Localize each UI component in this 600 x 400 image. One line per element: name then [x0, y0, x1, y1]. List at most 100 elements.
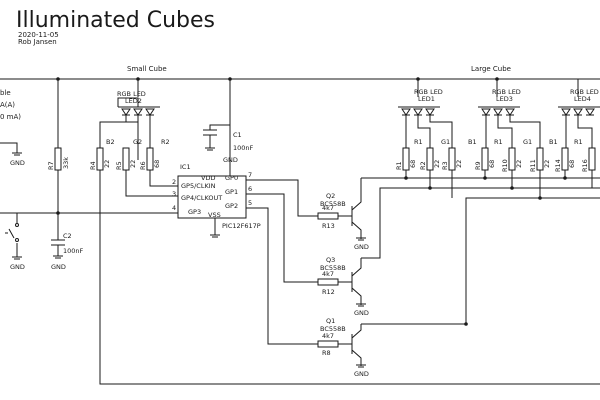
- svg-text:68: 68: [488, 160, 496, 168]
- svg-text:GND: GND: [10, 159, 25, 167]
- svg-text:4: 4: [172, 204, 176, 212]
- svg-text:R16: R16: [581, 159, 589, 172]
- label-r1-b: R1: [494, 138, 503, 146]
- led1: RGB LED LED1: [398, 88, 453, 148]
- svg-text:R2: R2: [419, 161, 427, 170]
- svg-text:Q2: Q2: [326, 192, 335, 200]
- resistor-r9: R9 68: [474, 147, 496, 178]
- transistor-q1: Q1 BC558B GND: [320, 317, 369, 378]
- resistor-r3: R3 22: [441, 147, 463, 198]
- svg-text:100nF: 100nF: [233, 144, 254, 152]
- left-gnd-1: GND: [0, 142, 25, 167]
- svg-text:5: 5: [248, 199, 252, 207]
- led3: RGB LED LED3: [478, 88, 541, 148]
- resistor-r11: R11 22: [529, 147, 551, 198]
- svg-text:BC558B: BC558B: [320, 200, 346, 208]
- svg-text:22: 22: [433, 160, 441, 168]
- svg-text:GP0: GP0: [225, 174, 238, 182]
- svg-text:GP1: GP1: [225, 188, 238, 196]
- small-cube-label: Small Cube: [127, 65, 167, 73]
- label-b1-a: B1: [468, 138, 477, 146]
- resistor-r7: R7 33k: [47, 79, 70, 240]
- left-text-1: ble: [0, 89, 11, 97]
- svg-text:4k7: 4k7: [322, 204, 334, 212]
- schematic-title: Illuminated Cubes: [16, 8, 215, 33]
- svg-text:PIC12F617P: PIC12F617P: [222, 222, 261, 230]
- label-r1-a: R1: [414, 138, 423, 146]
- resistor-r10: R10 22: [501, 147, 523, 188]
- resistor-r8: 4k7 R8: [317, 332, 352, 357]
- gp1-wire: [246, 193, 318, 283]
- svg-text:C1: C1: [233, 131, 242, 139]
- push-switch: GND: [0, 212, 25, 271]
- svg-text:R12: R12: [322, 288, 335, 296]
- capacitor-c1: C1 100nF GND: [203, 79, 254, 164]
- svg-text:R11: R11: [529, 159, 537, 172]
- svg-text:GP2: GP2: [225, 202, 238, 210]
- svg-text:R13: R13: [322, 222, 335, 230]
- label-b1-b: B1: [549, 138, 558, 146]
- svg-text:7: 7: [248, 171, 252, 179]
- svg-text:R8: R8: [322, 349, 331, 357]
- svg-text:R6: R6: [139, 161, 147, 170]
- svg-text:BC558B: BC558B: [320, 264, 346, 272]
- svg-text:C2: C2: [63, 232, 72, 240]
- resistor-r4: R4 22: [89, 147, 600, 385]
- svg-text:LED4: LED4: [574, 95, 591, 103]
- svg-text:VSS: VSS: [208, 211, 221, 219]
- svg-text:68: 68: [153, 160, 161, 168]
- resistor-r6: R6 68: [139, 147, 178, 187]
- svg-text:LED2: LED2: [125, 97, 142, 105]
- led2: RGB LED LED2: [99, 90, 160, 148]
- svg-text:RGB LED: RGB LED: [414, 88, 443, 96]
- schematic-date: 2020-11-05: [18, 31, 59, 39]
- svg-text:R1: R1: [395, 161, 403, 170]
- left-text-2: A(A): [0, 101, 15, 109]
- svg-text:33k: 33k: [62, 157, 70, 169]
- svg-text:LED3: LED3: [496, 95, 513, 103]
- resistor-r1: R1 68: [395, 147, 417, 178]
- svg-text:R14: R14: [554, 159, 562, 172]
- svg-text:IC1: IC1: [180, 163, 191, 171]
- svg-text:100nF: 100nF: [63, 247, 84, 255]
- svg-text:RGB LED: RGB LED: [117, 90, 146, 98]
- vcc-rail: [0, 77, 600, 97]
- left-text-3: 0 mA): [0, 113, 21, 121]
- large-cube-label: Large Cube: [471, 65, 511, 73]
- svg-text:22: 22: [543, 160, 551, 168]
- schematic-author: Rob Jansen: [18, 38, 57, 46]
- led4: RGB LED LED4: [558, 88, 600, 148]
- svg-text:R10: R10: [501, 159, 509, 172]
- svg-text:GND: GND: [354, 370, 369, 378]
- collector-buses: [361, 176, 600, 326]
- svg-text:LED1: LED1: [418, 95, 435, 103]
- label-g2: G2: [133, 138, 142, 146]
- svg-text:2: 2: [172, 178, 176, 186]
- capacitor-c2: C2 100nF GND: [51, 232, 84, 271]
- svg-text:Q1: Q1: [326, 317, 335, 325]
- svg-text:RGB LED: RGB LED: [492, 88, 521, 96]
- resistor-r14: R14 68: [554, 147, 576, 178]
- label-r1-c: R1: [574, 138, 583, 146]
- transistor-q3: Q3 BC558B GND: [320, 256, 369, 317]
- svg-text:R5: R5: [115, 161, 123, 170]
- svg-text:R9: R9: [474, 161, 482, 170]
- svg-text:R4: R4: [89, 161, 97, 170]
- svg-text:GND: GND: [51, 263, 66, 271]
- resistor-r2: R2 22: [419, 147, 441, 188]
- svg-text:22: 22: [515, 160, 523, 168]
- svg-text:VDD: VDD: [201, 174, 215, 182]
- svg-text:68: 68: [409, 160, 417, 168]
- gp0-wire: [246, 179, 318, 217]
- label-r2-small: R2: [161, 138, 170, 146]
- resistor-r16: R16: [581, 147, 596, 188]
- svg-text:R3: R3: [441, 161, 449, 170]
- svg-text:22: 22: [103, 160, 111, 168]
- svg-text:GP3: GP3: [188, 208, 201, 216]
- svg-text:22: 22: [455, 160, 463, 168]
- resistor-r13: 4k7 R13: [317, 204, 352, 230]
- gp2-wire: [246, 207, 318, 345]
- svg-text:R7: R7: [47, 161, 55, 170]
